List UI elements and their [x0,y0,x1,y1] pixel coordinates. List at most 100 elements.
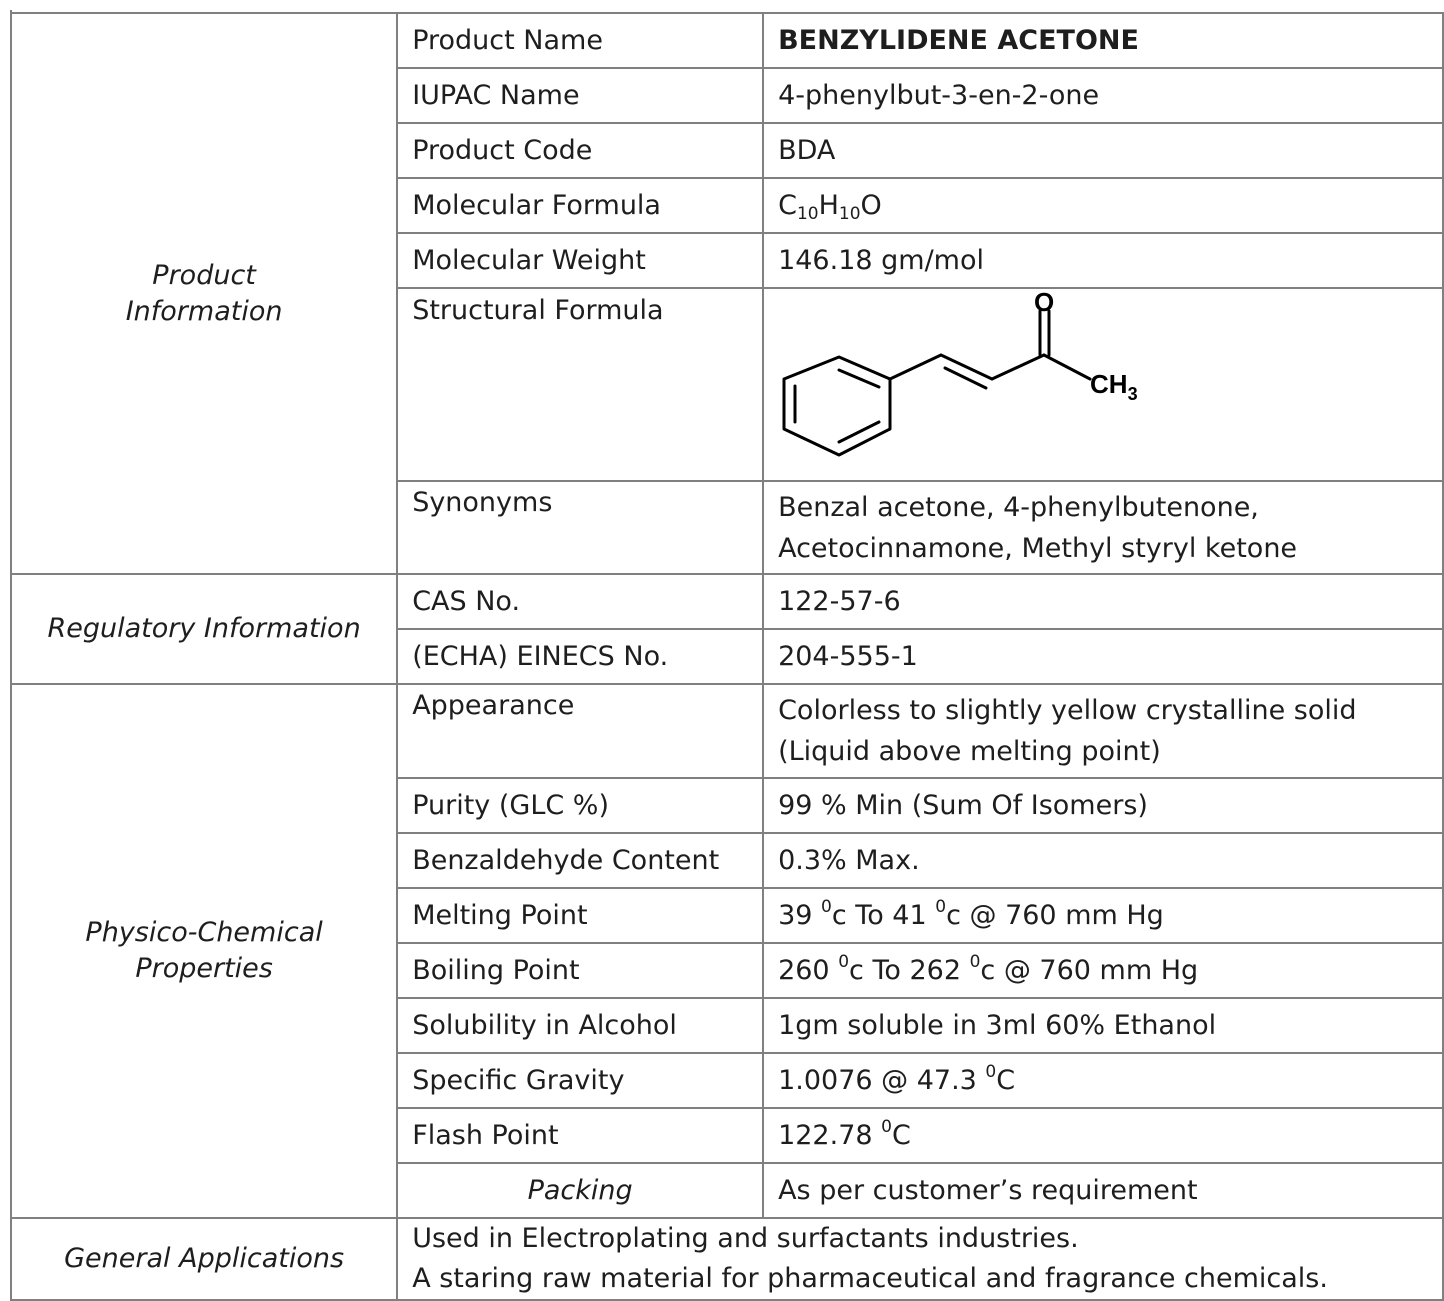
value-einecs-no: 204-555-1 [762,628,1444,685]
value-applications: Used in Electroplating and surfactants i… [396,1217,1444,1301]
label-appearance: Appearance [396,683,765,779]
atom-oxygen: O [1034,289,1054,317]
value-benzaldehyde: 0.3% Max. [762,832,1444,889]
section-label: Product Information [125,259,283,327]
row-appearance: Physico-Chemical Properties Appearance C… [9,683,1444,1219]
value-product-name: BENZYLIDENE ACETONE [762,12,1444,69]
row-boiling-point: Boiling Point 260 0c To 262 0c @ 760 mm … [11,942,1444,999]
degree-mark: 0 [985,1062,997,1082]
label-solubility: Solubility in Alcohol [396,997,765,1054]
atom-ch-count: 3 [1128,384,1138,404]
bp-part-3: c @ 760 mm Hg [980,955,1199,986]
label-molecular-weight: Molecular Weight [396,232,765,289]
label-product-code: Product Code [396,122,765,179]
row-product-name: Product Information Product Name BENZYLI… [9,12,1444,575]
section-regulatory-information: Regulatory Information [9,573,399,685]
value-melting-point: 39 0c To 41 0c @ 760 mm Hg [762,887,1444,944]
value-flash-point: 122.78 0C [762,1107,1444,1164]
label-specific-gravity: Specific Gravity [396,1052,765,1109]
degree-mark: 0 [838,952,850,972]
degree-mark: 0 [935,897,947,917]
product-spec-table: Product Information Product Name BENZYLI… [9,12,1444,1301]
row-applications: General Applications Used in Electroplat… [9,1217,1444,1301]
section-label: Physico-Chemical Properties [85,917,323,984]
synonyms-line-1: Benzal acetone, 4-phenylbutenone, [778,491,1259,523]
degree-mark: 0 [881,1117,892,1137]
appearance-line-2: (Liquid above melting point) [778,736,1161,767]
value-appearance: Colorless to slightly yellow crystalline… [762,683,1444,779]
fp-part-2: C [891,1120,911,1151]
row-purity: Purity (GLC %) 99 % Min (Sum Of Isomers) [11,777,1444,834]
formula-h: H [818,190,839,221]
row-benzaldehyde: Benzaldehyde Content 0.3% Max. [11,832,1444,889]
benzene-inner-bond [837,420,881,444]
benzene-ring [782,355,892,457]
bp-part-2: c To 262 [849,955,970,986]
row-solubility: Solubility in Alcohol 1gm soluble in 3ml… [11,997,1444,1054]
mp-part-1: 39 [778,900,822,931]
row-synonyms: Synonyms Benzal acetone, 4-phenylbutenon… [11,480,1444,575]
benzene-inner-bond [837,368,881,389]
row-flash-point: Flash Point 122.78 0C [11,1107,1444,1164]
bond-chain-carbonyl [990,353,1046,381]
section-packing: Packing [396,1162,765,1219]
value-specific-gravity: 1.0076 @ 47.3 0C [762,1052,1444,1109]
sg-part-2: C [996,1065,1016,1096]
bond-carbonyl-methyl [1042,353,1092,381]
label-product-name: Product Name [396,12,765,69]
mp-part-2: c To 41 [831,900,936,931]
fp-part-1: 122.78 [778,1120,882,1151]
degree-mark: 0 [821,897,832,917]
row-molecular-weight: Molecular Weight 146.18 gm/mol [11,232,1444,289]
mp-part-3: c @ 760 mm Hg [946,900,1164,931]
row-specific-gravity: Specific Gravity 1.0076 @ 47.3 0C [11,1052,1444,1109]
double-bond-main [939,353,994,381]
bp-part-1: 260 [778,955,839,986]
label-purity: Purity (GLC %) [396,777,765,834]
value-iupac-name: 4-phenylbut-3-en-2-one [762,67,1444,124]
row-packing: Packing As per customer’s requirement [11,1162,1444,1219]
label-iupac-name: IUPAC Name [396,67,765,124]
label-melting-point: Melting Point [396,887,765,944]
value-boiling-point: 260 0c To 262 0c @ 760 mm Hg [762,942,1444,999]
structural-formula-diagram: O CH3 [782,289,1138,457]
value-packing: As per customer’s requirement [762,1162,1444,1219]
formula-c: C [778,190,797,221]
row-iupac-name: IUPAC Name 4-phenylbut-3-en-2-one [11,67,1444,124]
double-bond-inner [943,366,988,390]
label-synonyms: Synonyms [396,480,765,575]
value-synonyms: Benzal acetone, 4-phenylbutenone, Acetoci… [762,480,1444,575]
row-melting-point: Melting Point 39 0c To 41 0c @ 760 mm Hg [11,887,1444,944]
label-flash-point: Flash Point [396,1107,765,1164]
section-physico-chemical: Physico-Chemical Properties [9,683,399,1219]
row-cas-no: Regulatory Information CAS No. 122-57-6 [9,573,1444,685]
section-product-information: Product Information [9,12,399,575]
label-molecular-formula: Molecular Formula [396,177,765,234]
row-structural-formula: Structural Formula [11,287,1444,482]
degree-mark: 0 [969,952,981,972]
row-molecular-formula: Molecular Formula C10H10O [11,177,1444,234]
value-purity: 99 % Min (Sum Of Isomers) [762,777,1444,834]
label-einecs-no: (ECHA) EINECS No. [396,628,765,685]
value-product-code: BDA [762,122,1444,179]
row-product-code: Product Code BDA [11,122,1444,179]
applications-line-1: Used in Electroplating and surfactants i… [412,1223,1079,1254]
label-benzaldehyde: Benzaldehyde Content [396,832,765,889]
bond-ring-chain [888,353,943,381]
section-general-applications: General Applications [9,1217,399,1301]
sg-part-1: 1.0076 @ 47.3 [778,1065,986,1096]
atom-methyl: CH3 [1090,369,1138,404]
synonyms-line-2: Acetocinnamone, Methyl styryl ketone [778,532,1298,564]
appearance-line-1: Colorless to slightly yellow crystalline… [778,695,1357,726]
formula-c-count: 10 [796,204,819,224]
applications-line-2: A staring raw material for pharmaceutica… [412,1263,1328,1294]
formula-o: O [860,190,882,221]
value-molecular-weight: 146.18 gm/mol [762,232,1444,289]
label-boiling-point: Boiling Point [396,942,765,999]
row-einecs-no: (ECHA) EINECS No. 204-555-1 [11,628,1444,685]
label-structural-formula: Structural Formula [396,287,765,482]
value-structural-formula: O CH3 [762,287,1444,482]
value-molecular-formula: C10H10O [762,177,1444,234]
formula-h-count: 10 [838,204,861,224]
label-cas-no: CAS No. [396,573,765,630]
